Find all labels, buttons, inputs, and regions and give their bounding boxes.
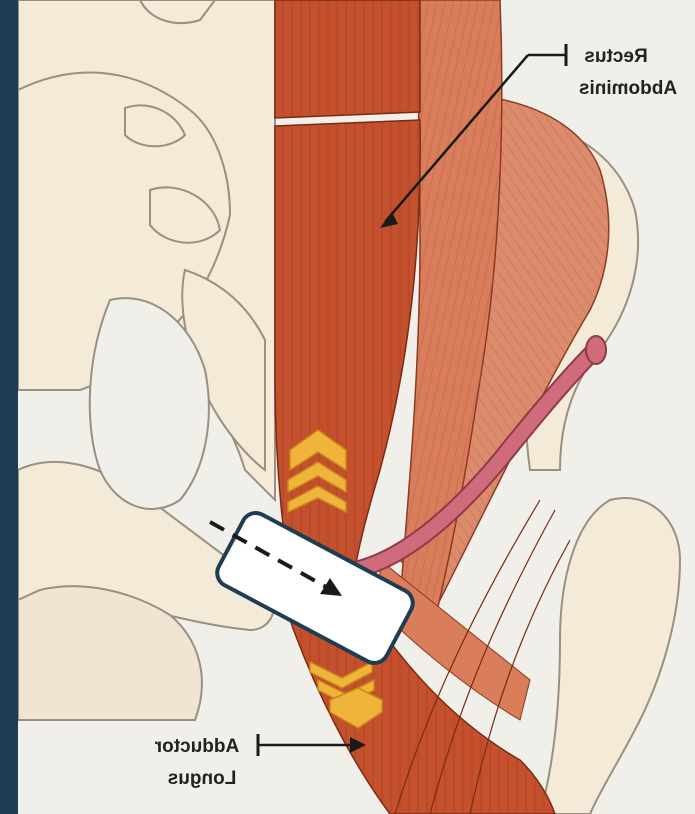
pelvis-muscle-diagram: Rectus Abdominis Adductor Longus <box>18 0 695 814</box>
adductor-longus-label: Adductor Longus <box>154 736 239 789</box>
adductor-label-line1: Adductor <box>154 736 239 757</box>
rectus-label-line1: Rectus <box>584 46 647 67</box>
rectus-label-line2: Abdominis <box>579 78 677 99</box>
adductor-label-line2: Longus <box>168 768 237 789</box>
rectus-abdominis-label: Rectus Abdominis <box>579 46 677 99</box>
anatomy-illustration: Rectus Abdominis Adductor Longus <box>18 0 695 814</box>
